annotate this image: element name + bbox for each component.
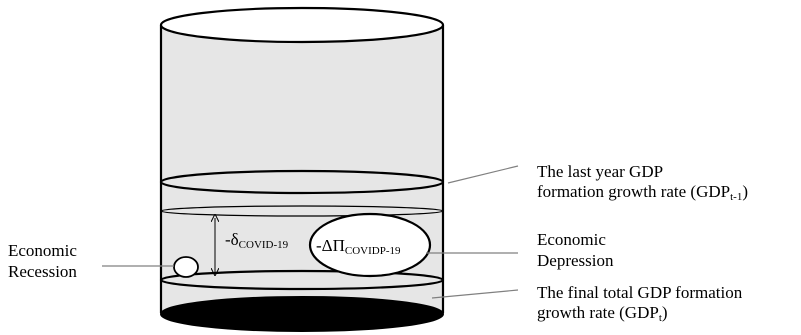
economic-depression-label-line2: Depression [537,251,614,270]
cylinder-body [161,25,443,330]
final-gdp-label-line2: growth rate (GDPt) [537,303,668,324]
recession-circle [173,256,199,278]
last-year-gdp-level [159,169,445,195]
delta-covid-label: -δCOVID-19 [225,230,289,251]
growth-band-upper-level [160,205,444,217]
final-gdp-level [159,269,445,291]
economic-recession-label-line2: Recession [8,262,77,281]
economic-depression-label-line1: Economic [537,230,606,249]
last-year-gdp-label-line2: formation growth rate (GDPt-1) [537,182,748,203]
delta-covid-symbol: -δ [225,230,239,249]
economic-recession-label-line1: Economic [8,241,77,260]
final-gdp-label-line1: The final total GDP formation [537,283,743,302]
leader-final [431,289,519,299]
last-year-gdp-label-line1: The last year GDP [537,162,663,181]
leader-last-year [447,165,519,184]
delta-pi-symbol: -ΔΠ [316,236,345,255]
cylinder-top-ellipse [159,6,445,44]
delta-pi-subscript: COVIDP-19 [345,245,401,257]
cylinder-bottom-ellipse [160,296,444,332]
delta-covid-subscript: COVID-19 [239,239,289,251]
delta-pi-label: -ΔΠCOVIDP-19 [316,236,401,257]
depression-ellipse [308,212,432,278]
